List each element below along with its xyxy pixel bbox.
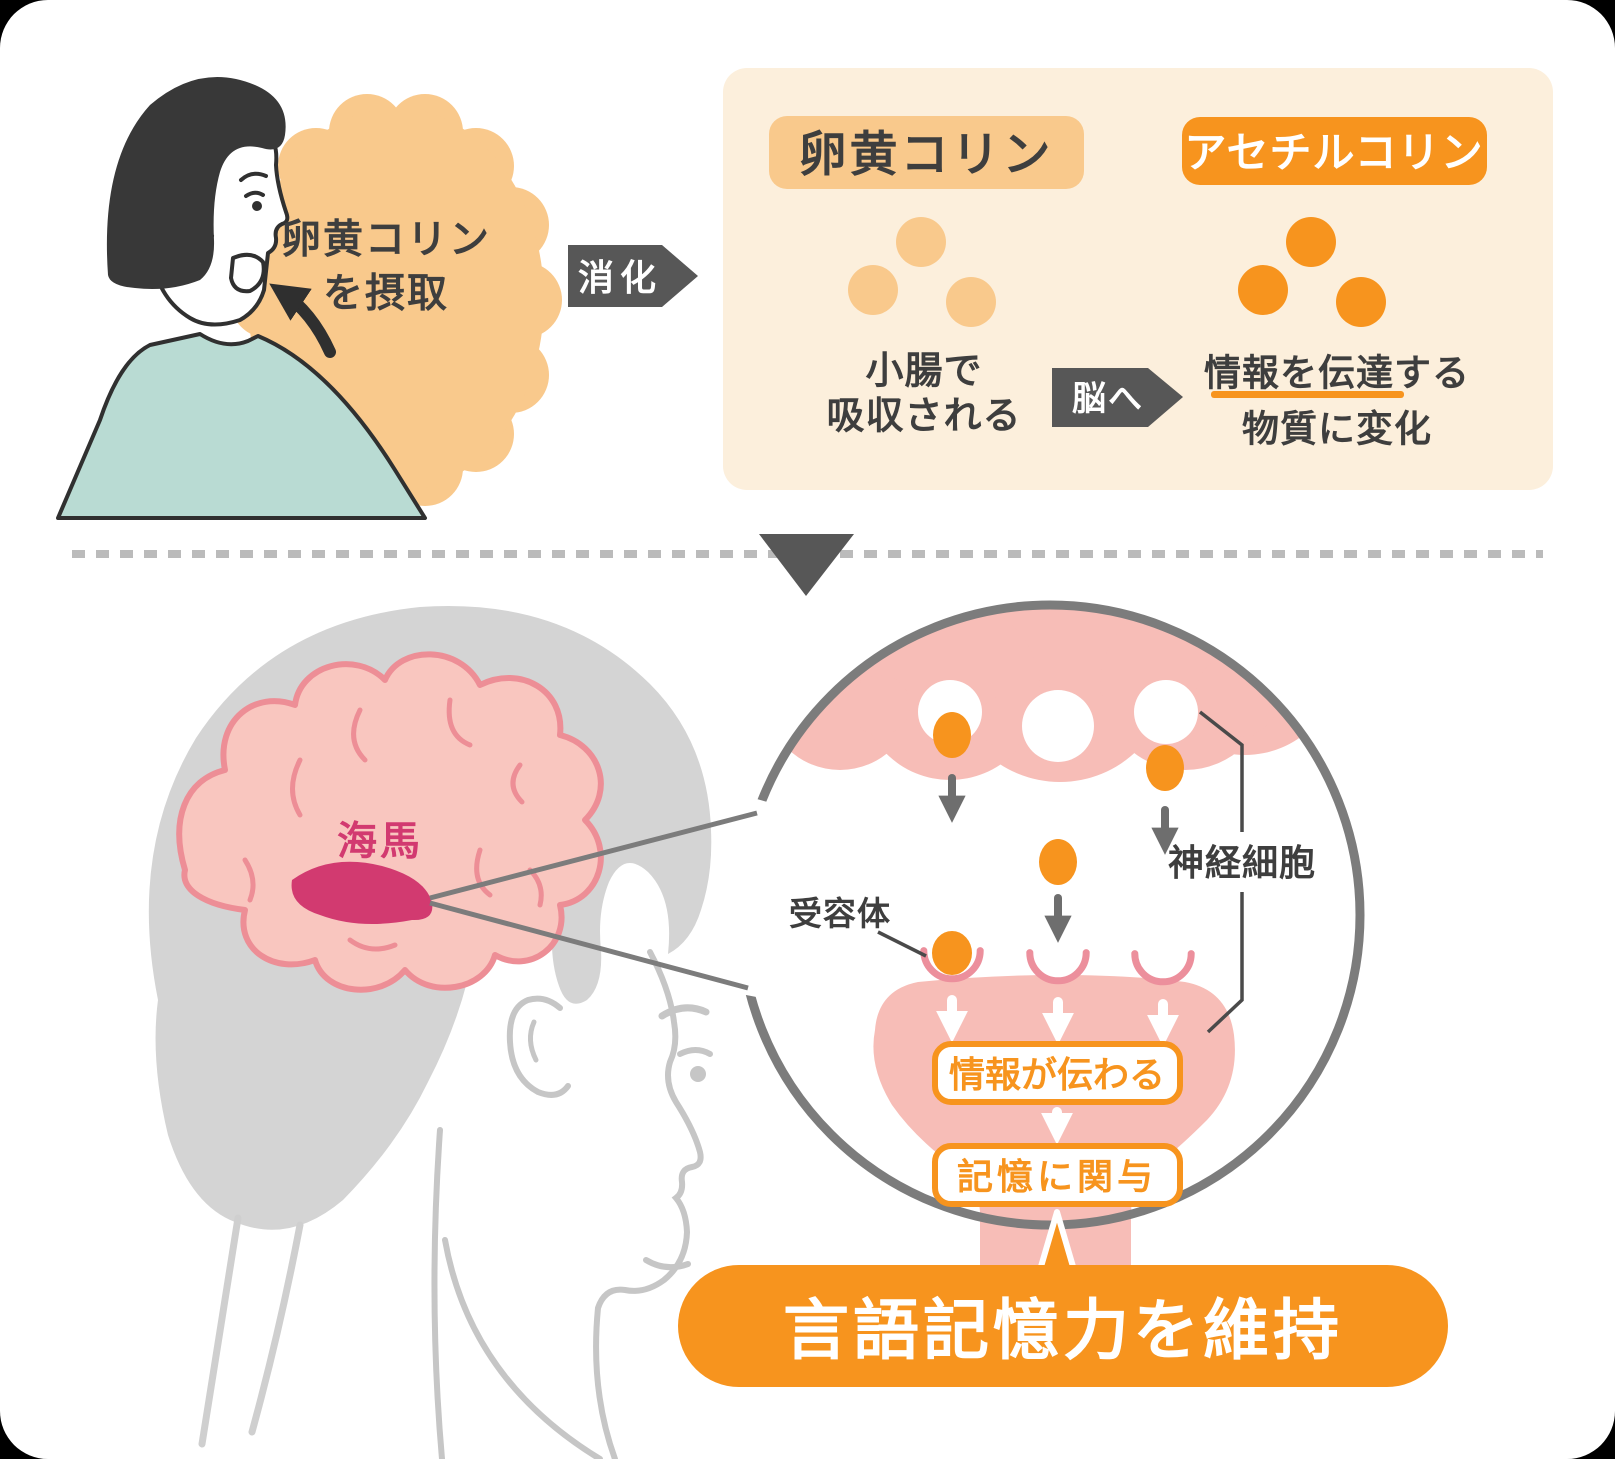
woman-hair: [106, 76, 286, 289]
hair-strand-2: [198, 1214, 242, 1448]
head-smile: [643, 1257, 691, 1271]
acetylcholine-caption-line1: 情報を伝達する: [1204, 352, 1470, 393]
egg-choline-caption-line2: 吸収される: [826, 396, 1021, 438]
conclusion-banner: 言語記憶力を維持: [678, 1209, 1448, 1387]
acetylcholine-label-box: [1182, 117, 1487, 185]
brain-gyri-lines: [242, 697, 544, 952]
acetylcholine-label: アセチルコリン: [1184, 129, 1483, 176]
woman-eye: [252, 201, 262, 211]
to-brain-arrow-label: 脳へ: [1072, 380, 1144, 418]
receptor-pointer-line: [877, 930, 927, 958]
digestion-arrow-label: 消化: [578, 257, 662, 298]
hair-strand: [248, 1221, 304, 1436]
to-brain-arrow: 脳へ: [1052, 368, 1183, 427]
hippocampus-shape: [291, 861, 433, 924]
memory-involved-box: 記憶に関与: [932, 1143, 1183, 1207]
egg-choline-caption-line1: 小腸で: [865, 351, 982, 393]
caption-underline: [1211, 391, 1404, 398]
banner-label: 言語記憶力を維持: [783, 1293, 1343, 1367]
woman-illustration: [56, 76, 427, 520]
digestion-arrow: 消化: [568, 245, 698, 307]
intake-text-line1: 卵黄コリン: [281, 217, 491, 261]
digestion-panel: 卵黄コリン アセチルコリン 小腸で 吸収される 脳へ 情報を伝達する 物質に変化: [723, 68, 1553, 490]
head-ear-inner: [528, 1019, 539, 1063]
neurotransmitter-dot-in-receptor: [932, 931, 972, 975]
info-transmitted-box: 情報が伝わる: [932, 1041, 1183, 1105]
brain-shape: [176, 651, 604, 993]
head-eye-lid: [677, 1047, 713, 1057]
divider-down-triangle-icon: [759, 534, 854, 596]
info-transmitted-label: 情報が伝わる: [949, 1054, 1165, 1095]
woman-eye-lid: [244, 190, 265, 198]
neuron-bracket-bottom: [1206, 892, 1244, 1034]
choline-molecule-dots: [848, 217, 996, 327]
neck-back-line: [431, 1127, 445, 1459]
face-profile-line: [593, 949, 704, 1459]
head-eyebrow: [658, 1004, 710, 1020]
face-feature-lines: [431, 949, 713, 1459]
falling-neurotransmitters: [933, 712, 1184, 943]
receptor-cups: [920, 947, 1195, 986]
hippocampus-label: 海馬: [337, 819, 423, 863]
acetylcholine-molecule-dots: [1238, 217, 1386, 327]
intake-arrow: [269, 283, 336, 358]
head-illustration: 海馬: [148, 605, 713, 1459]
signal-arrows-in-dendrite: [935, 995, 1180, 1047]
section-divider: [72, 534, 1543, 596]
magnifier-wedge-line-top: [429, 810, 758, 901]
head-ear: [506, 995, 571, 1098]
synapse-magnifier: 受容体 神経細胞 情報が伝わる 記憶に関与: [429, 600, 1365, 1270]
magnifier-wedge-line-bottom: [429, 900, 749, 991]
woman-shirt: [56, 332, 427, 520]
wedge-border-gap-cover: [720, 790, 778, 1000]
egg-choline-label-box: [769, 116, 1084, 189]
egg-choline-label: 卵黄コリン: [798, 128, 1053, 181]
woman-eyebrow: [239, 171, 268, 182]
neuron-label: 神経細胞: [1168, 842, 1316, 883]
receptor-label: 受容体: [789, 895, 891, 932]
head-eye: [690, 1066, 706, 1082]
memory-involved-label: 記憶に関与: [957, 1156, 1157, 1197]
shoulder-line: [442, 1237, 603, 1459]
neuron-bracket-top: [1198, 710, 1244, 832]
mouth-open-smile: [229, 252, 266, 294]
acetylcholine-caption-line2: 物質に変化: [1242, 407, 1432, 449]
intake-text-line2: を摂取: [323, 271, 449, 315]
